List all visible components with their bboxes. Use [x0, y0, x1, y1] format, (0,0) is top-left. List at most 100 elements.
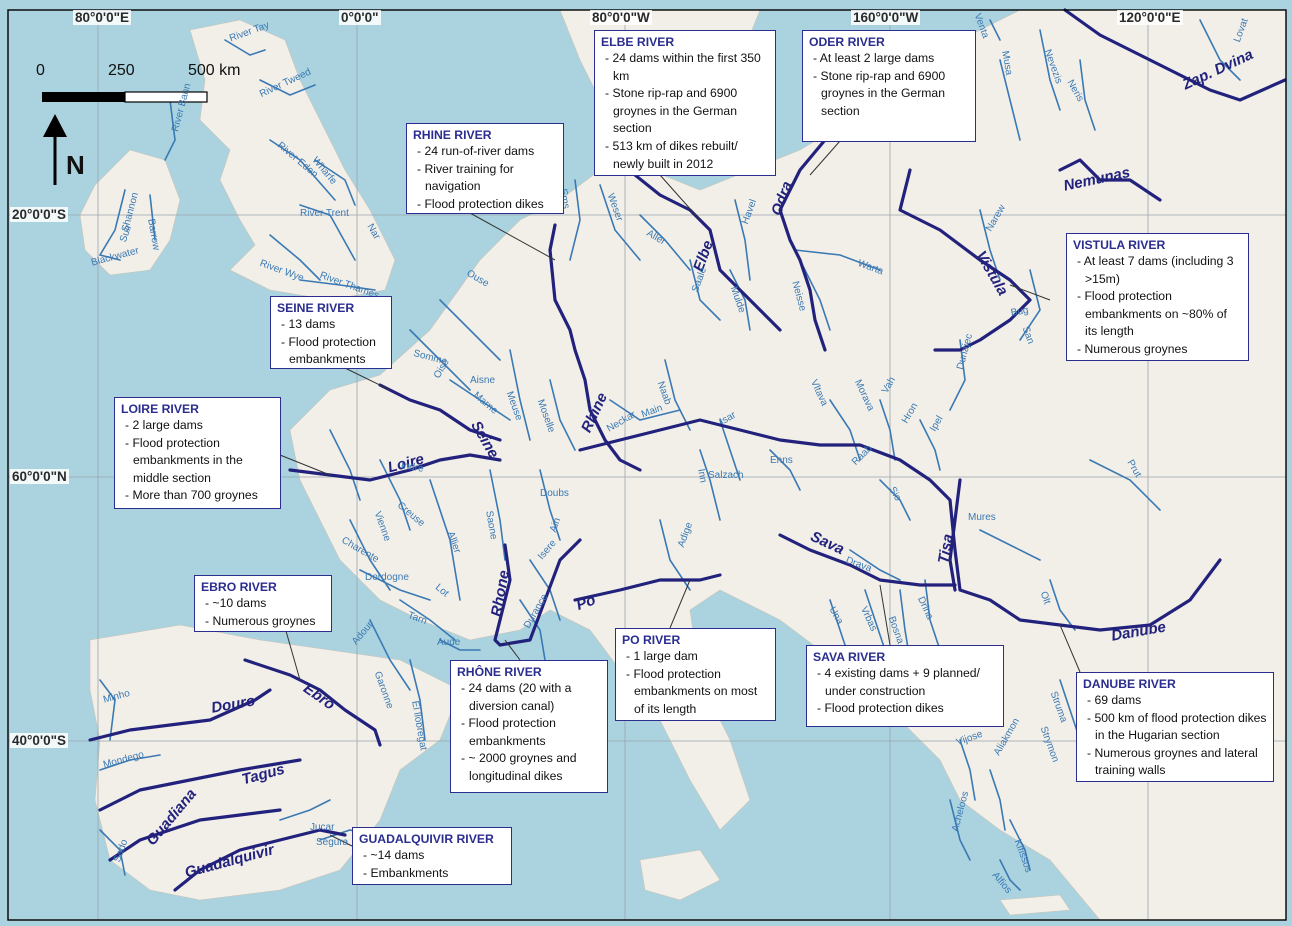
loire-info-box: LOIRE RIVER 2 large dams Flood protectio… — [114, 397, 281, 509]
minor-river-label: Dordogne — [365, 572, 409, 583]
graticule-label-top: 80°0'0"W — [590, 10, 652, 25]
danube-box-item: 500 km of flood protection dikes in the … — [1083, 710, 1267, 745]
minor-river — [98, 189, 126, 261]
connector-line — [504, 639, 521, 661]
graticule-label-left: 60°0'0"N — [10, 469, 69, 484]
scale-bar-label-250: 250 — [108, 62, 135, 79]
guadalquivir-river — [173, 828, 347, 892]
graticule-label-top: 160°0'0"W — [851, 10, 921, 25]
minor-river — [1089, 459, 1161, 511]
minor-river — [439, 639, 481, 651]
minor-river — [269, 234, 321, 281]
vistula-box-title: VISTULA RIVER — [1073, 238, 1166, 252]
connector-line — [1009, 284, 1051, 301]
minor-river — [489, 469, 506, 561]
minor-river — [449, 379, 511, 421]
minor-river — [519, 599, 546, 661]
minor-river — [299, 279, 376, 291]
minor-river — [349, 519, 391, 591]
minor-river — [999, 859, 1021, 891]
minor-river-label: Segura — [316, 837, 349, 848]
vistula-box-list: At least 7 dams (including 3 >15m) Flood… — [1073, 253, 1242, 359]
minor-river-label: Jucar — [310, 822, 335, 833]
ebro-box-item: Numerous groynes — [201, 613, 325, 631]
connector-line — [809, 140, 841, 176]
minor-river — [569, 179, 581, 261]
rhine-info-box: RHINE RIVER 24 run-of-river dams River t… — [406, 123, 564, 214]
minor-river — [539, 469, 561, 541]
minor-river — [769, 449, 801, 491]
minor-river — [609, 399, 681, 421]
minor-river — [959, 739, 976, 801]
rhine-box-item: 24 run-of-river dams — [413, 143, 557, 161]
seine-box-list: 13 dams Flood protection embankments — [277, 316, 385, 369]
elbe-info-box: ELBE RIVER 24 dams within the first 350 … — [594, 30, 776, 176]
minor-river — [99, 829, 126, 876]
connector-lines — [279, 140, 1081, 851]
minor-river — [549, 379, 576, 451]
danube-box-item: 69 dams — [1083, 692, 1267, 710]
sava-box-title: SAVA RIVER — [813, 650, 886, 664]
minor-river — [829, 399, 861, 461]
rhine-box-item: River training for navigation — [413, 161, 557, 196]
oder-box-title: ODER RIVER — [809, 35, 885, 49]
vistula-box-item: At least 7 dams (including 3 >15m) — [1073, 253, 1242, 288]
oder-info-box: ODER RIVER At least 2 large dams Stone r… — [802, 30, 976, 142]
minor-river — [224, 39, 266, 56]
north-arrow-icon — [43, 114, 67, 185]
danube-box-item: Numerous groynes and lateral training wa… — [1083, 745, 1267, 780]
scale-bar — [42, 91, 208, 103]
minor-river — [1049, 579, 1076, 631]
graticule-lines — [8, 10, 1286, 920]
scale-bar-black-segment — [42, 92, 125, 102]
minor-river — [259, 79, 316, 96]
guadiana-river — [108, 808, 282, 862]
douro-river — [88, 688, 272, 742]
ireland-land — [79, 149, 181, 276]
elbe-box-item: 24 dams within the first 350 km — [601, 50, 769, 85]
rhine-river — [548, 223, 642, 472]
danube-info-box: DANUBE RIVER 69 dams 500 km of flood pro… — [1076, 672, 1274, 782]
ebro-river — [243, 658, 382, 747]
minor-river — [99, 679, 116, 741]
minor-river — [379, 459, 411, 531]
ebro-box-list: ~10 dams Numerous groynes — [201, 595, 325, 630]
minor-river — [639, 214, 691, 271]
oder-box-item: At least 2 large dams — [809, 50, 969, 68]
po-box-list: 1 large dam Flood protection embankments… — [622, 648, 769, 718]
major-rivers — [88, 8, 1287, 892]
elbe-box-item: Stone rip-rap and 6900 groynes in the Ge… — [601, 85, 769, 138]
minor-river — [279, 799, 331, 821]
minor-river-label: River Trent — [300, 208, 349, 219]
rhone-box-list: 24 dams (20 with a diversion canal) Floo… — [457, 680, 601, 786]
danube-box-list: 69 dams 500 km of flood protection dikes… — [1083, 692, 1267, 780]
graticule-label-left: 20°0'0"S — [10, 207, 69, 222]
minor-river — [269, 139, 336, 201]
po-box-title: PO RIVER — [622, 633, 681, 647]
graticule-label-top: 120°0'0"E — [1117, 10, 1183, 25]
minor-river — [1079, 59, 1096, 131]
minor-river — [979, 529, 1041, 561]
loire-box-item: Flood protection embankments in the midd… — [121, 435, 274, 488]
elbe-box-title: ELBE RIVER — [601, 35, 675, 49]
sicily-land — [639, 849, 721, 901]
graticule-label-top: 0°0'0" — [339, 10, 381, 25]
minor-river — [664, 359, 691, 431]
rhone-box-title: RHÔNE RIVER — [457, 665, 542, 679]
sava-river — [778, 533, 957, 587]
minor-river — [164, 99, 176, 161]
seine-box-item: Flood protection embankments — [277, 334, 385, 369]
minor-river — [699, 449, 721, 521]
connector-line — [879, 584, 891, 646]
minor-river — [99, 754, 161, 771]
connector-line — [344, 367, 391, 391]
minor-river — [849, 549, 901, 581]
minor-river — [989, 19, 1001, 41]
guadalquivir-box-item: Embankments — [359, 865, 505, 883]
minor-river — [879, 399, 896, 461]
minor-river-label: Inn — [695, 468, 709, 484]
minor-river — [359, 569, 431, 601]
ebro-info-box: EBRO RIVER ~10 dams Numerous groynes — [194, 575, 332, 632]
vistula-river — [898, 168, 1032, 352]
